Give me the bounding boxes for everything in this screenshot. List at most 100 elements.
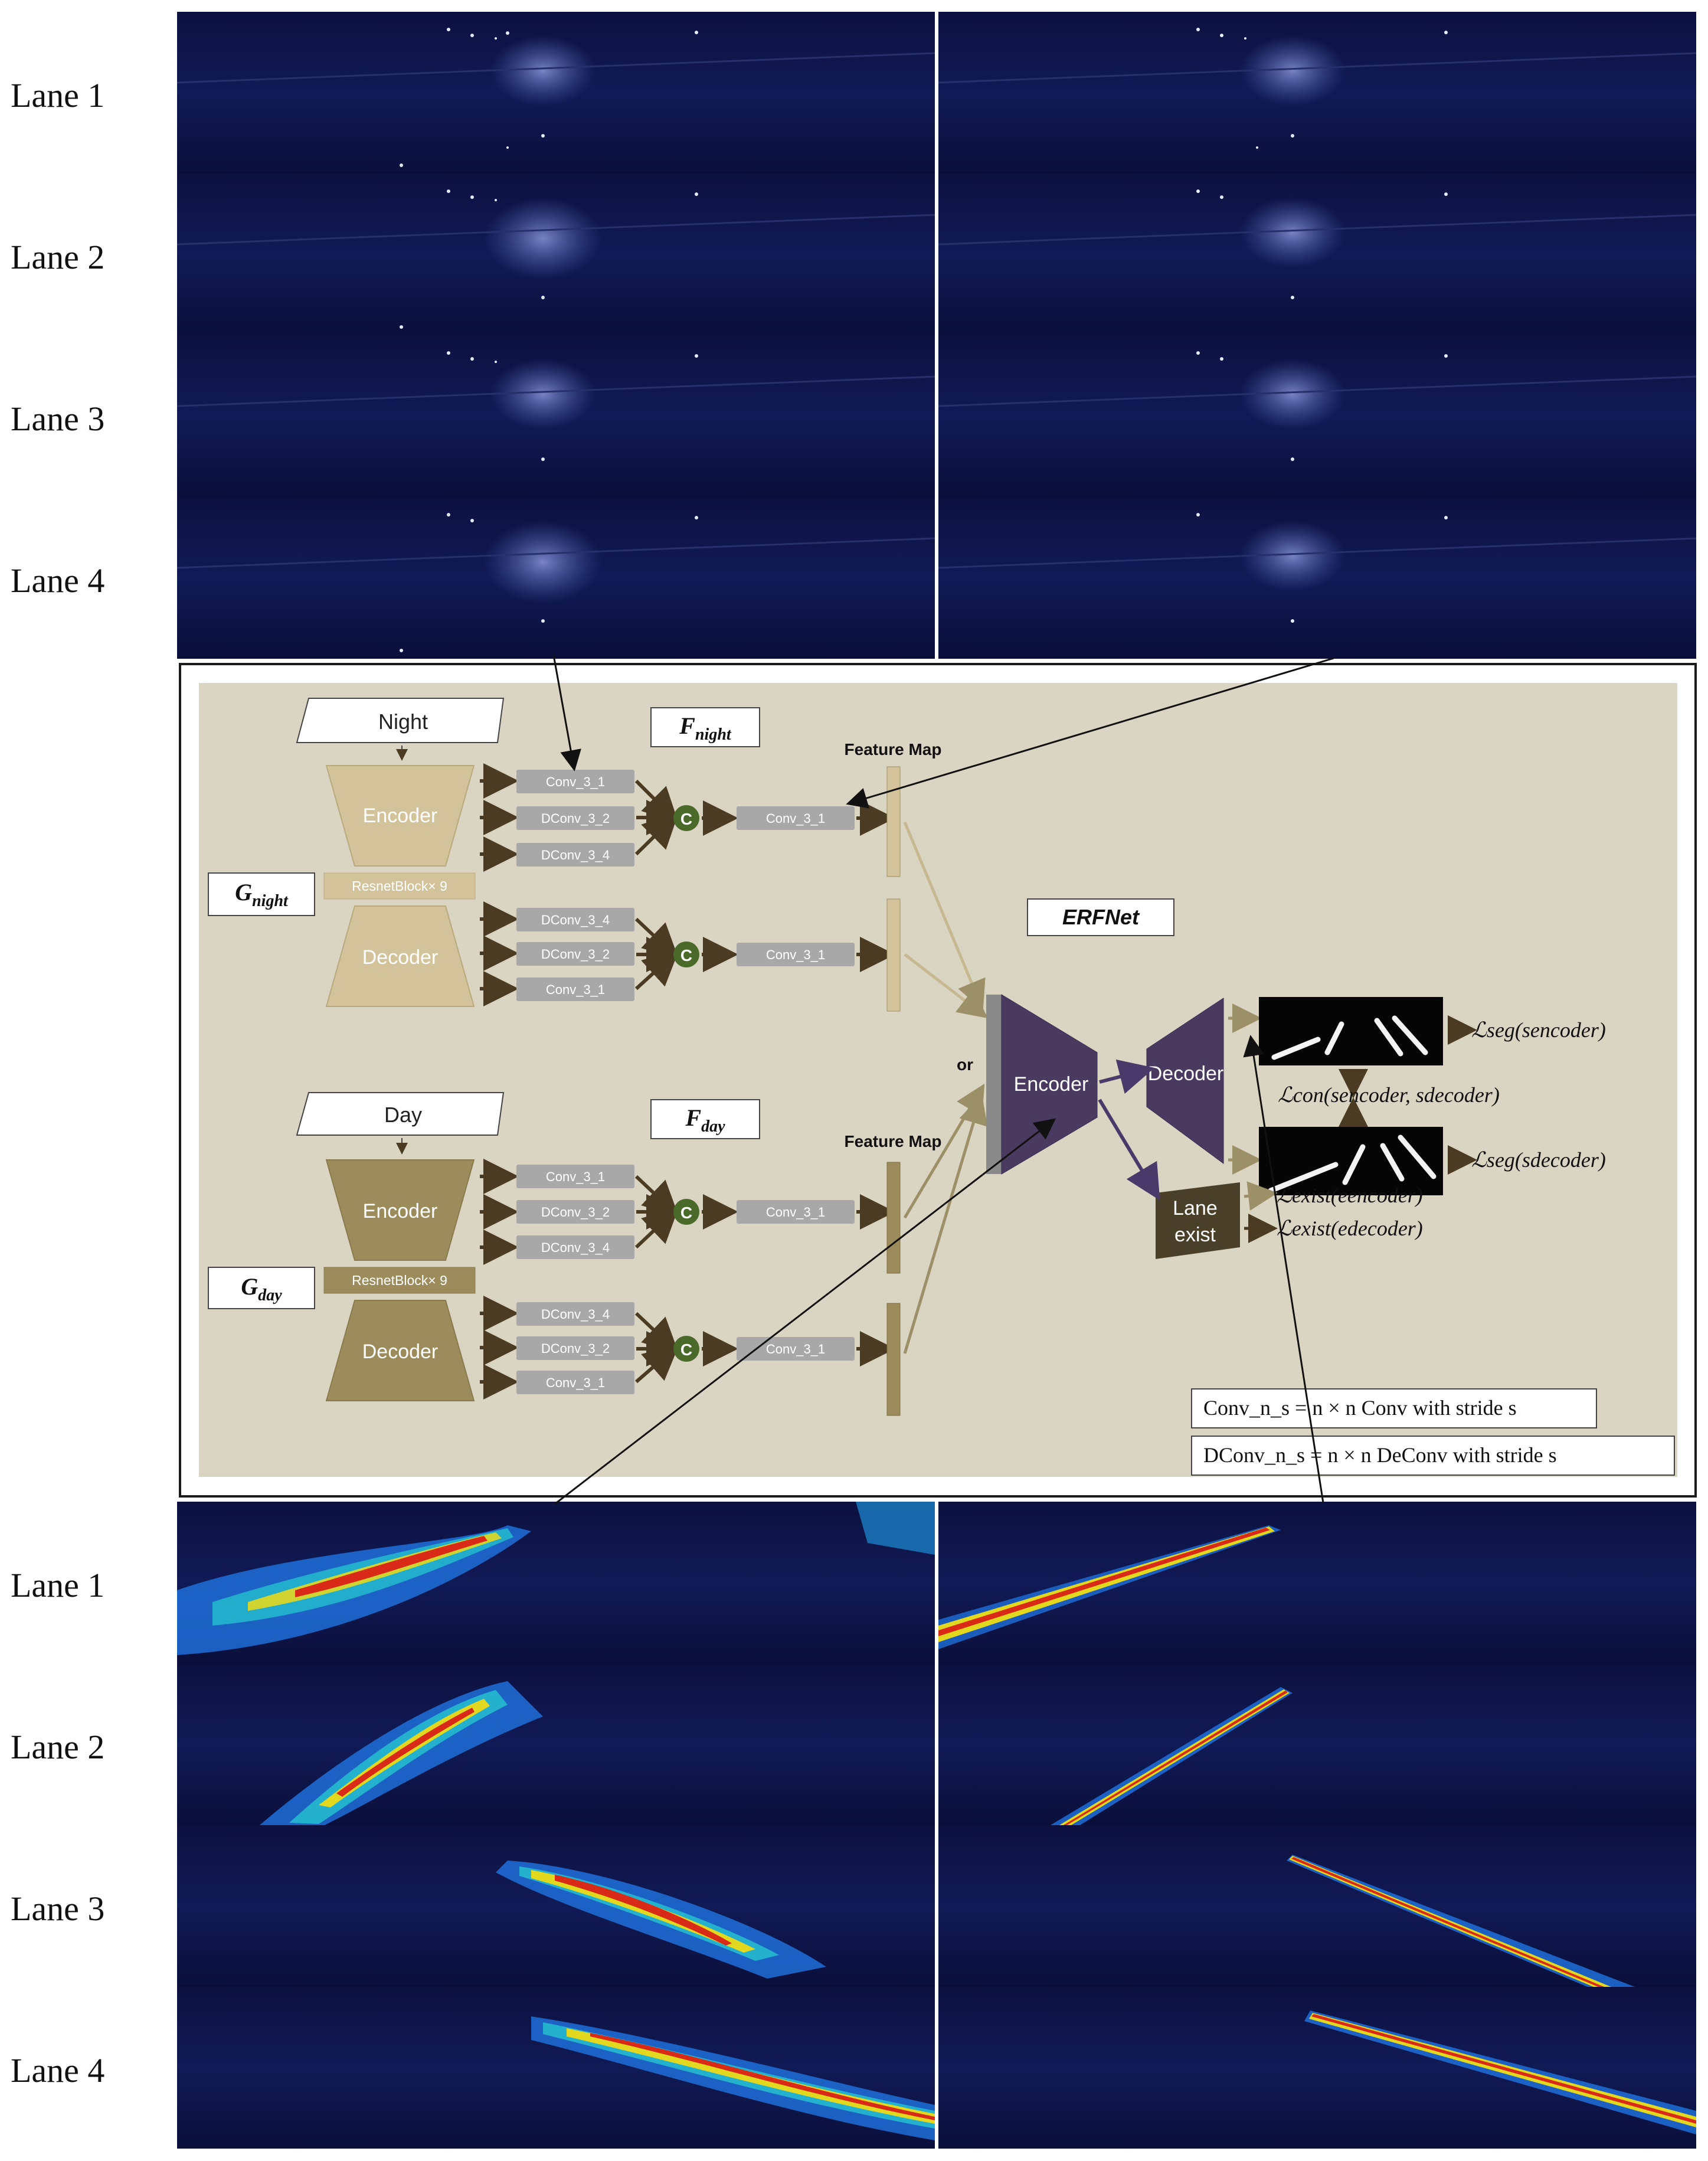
loss-seg-encoder: ℒseg(sencoder) bbox=[1471, 1018, 1606, 1042]
night-input-box bbox=[296, 698, 505, 743]
f-night-label: Fnight bbox=[679, 712, 732, 744]
night-decoder bbox=[325, 905, 475, 1007]
night-feature-map-2 bbox=[886, 898, 901, 1012]
day-enc-conv-3-label: DConv_3_4 bbox=[541, 1240, 610, 1255]
lane-exist-label-1: Lane bbox=[1173, 1197, 1218, 1220]
night-dec-conv-2 bbox=[516, 942, 634, 966]
night-image bbox=[938, 174, 1696, 335]
night-label: Night bbox=[378, 710, 428, 734]
night-image bbox=[177, 174, 935, 335]
loss-exist-decoder: ℒexist(edecoder) bbox=[1277, 1217, 1423, 1240]
day-enc-fuse-conv-label: Conv_3_1 bbox=[766, 1205, 825, 1220]
night-enc-conv-1-label: Conv_3_1 bbox=[546, 774, 605, 789]
day-dec-concat-label: C bbox=[680, 1341, 692, 1359]
loss-seg-decoder: ℒseg(sdecoder) bbox=[1471, 1148, 1606, 1172]
night-dec-conv-3-label: Conv_3_1 bbox=[546, 982, 605, 997]
erf-encoder-label: Encoder bbox=[1014, 1073, 1089, 1096]
heatmap-image bbox=[938, 1502, 1696, 1663]
night-dec-fuse-conv-label: Conv_3_1 bbox=[766, 947, 825, 962]
day-decoder bbox=[325, 1300, 475, 1401]
f-night-main: F bbox=[679, 712, 695, 739]
night-enc-fuse-conv bbox=[737, 806, 855, 830]
heatmap-image bbox=[938, 1825, 1696, 1987]
top-lane-label-1: Lane 1 bbox=[11, 76, 105, 115]
architecture-diagram: Night Encoder ResnetBlock× 9 Decoder Gni… bbox=[179, 663, 1697, 1498]
day-encoder-label: Encoder bbox=[363, 1200, 438, 1222]
heatmap-image bbox=[177, 1987, 935, 2149]
g-night-box bbox=[208, 872, 315, 916]
legend-dconv-text: DConv_n_s = n × n DeConv with stride s bbox=[1203, 1443, 1557, 1467]
seg-map-encoder bbox=[1259, 997, 1443, 1065]
night-image bbox=[938, 497, 1696, 659]
day-resnet-label: ResnetBlock× 9 bbox=[352, 1273, 447, 1288]
night-feature-map-1 bbox=[886, 766, 901, 877]
g-day-sub: day bbox=[258, 1286, 282, 1305]
day-enc-conv-1-label: Conv_3_1 bbox=[546, 1169, 605, 1184]
night-dec-concat-label: C bbox=[680, 946, 692, 965]
night-decoder-label: Decoder bbox=[362, 946, 439, 969]
night-encoder-arrows bbox=[480, 763, 519, 872]
heatmap-image bbox=[177, 1502, 935, 1663]
heatmap-image bbox=[938, 1987, 1696, 2149]
night-dec-fuse-conv bbox=[737, 943, 855, 966]
bottom-lane-label-1: Lane 1 bbox=[11, 1566, 105, 1604]
bottom-lane-label-2: Lane 2 bbox=[11, 1728, 105, 1766]
g-night-sub: night bbox=[252, 892, 289, 910]
night-image bbox=[177, 335, 935, 497]
erfnet-box bbox=[1027, 898, 1174, 936]
night-enc-conv-3 bbox=[516, 843, 634, 867]
top-lane-label-2: Lane 2 bbox=[11, 238, 105, 276]
day-resnet-block bbox=[323, 1267, 476, 1294]
bottom-lane-label-4: Lane 4 bbox=[11, 2051, 105, 2090]
bottom-heatmap-grid bbox=[177, 1502, 1697, 2157]
g-night-label: Gnight bbox=[235, 879, 289, 910]
day-dec-conv-3-label: Conv_3_1 bbox=[546, 1375, 605, 1390]
lane-exist-label-2: exist bbox=[1174, 1224, 1216, 1246]
g-day-label: Gday bbox=[241, 1273, 282, 1305]
night-image bbox=[177, 497, 935, 659]
night-enc-conv-3-label: DConv_3_4 bbox=[541, 848, 610, 862]
night-dec-conv-2-label: DConv_3_2 bbox=[541, 947, 610, 962]
day-enc-concat-label: C bbox=[680, 1204, 692, 1222]
diagram-svg: Night Encoder ResnetBlock× 9 Decoder Gni… bbox=[208, 698, 1675, 1476]
day-feature-map-1 bbox=[886, 1162, 901, 1274]
f-night-box bbox=[650, 707, 760, 747]
night-dec-concat bbox=[673, 941, 699, 967]
night-dec-conv-1 bbox=[516, 908, 634, 931]
erf-decoder-label: Decoder bbox=[1148, 1062, 1224, 1085]
night-encoder bbox=[325, 765, 475, 867]
legend-conv-text: Conv_n_s = n × n Conv with stride s bbox=[1203, 1396, 1517, 1420]
night-image bbox=[938, 335, 1696, 497]
top-lane-label-4: Lane 4 bbox=[11, 561, 105, 600]
heatmap-image bbox=[177, 1825, 935, 1987]
heatmap-image bbox=[177, 1663, 935, 1825]
day-feature-map-2 bbox=[886, 1303, 901, 1416]
feature-map-night-label: Feature Map bbox=[845, 740, 942, 759]
erfnet-label: ERFNet bbox=[1062, 905, 1140, 929]
g-day-main: G bbox=[241, 1273, 258, 1300]
night-enc-conv-2-label: DConv_3_2 bbox=[541, 811, 610, 826]
day-dec-conv-1-label: DConv_3_4 bbox=[541, 1307, 610, 1322]
f-day-sub: day bbox=[701, 1117, 725, 1136]
night-enc-conv-1 bbox=[516, 770, 634, 793]
night-enc-concat bbox=[673, 805, 699, 831]
f-night-sub: night bbox=[695, 725, 732, 744]
night-resnet-block bbox=[323, 872, 476, 900]
or-label: or bbox=[957, 1055, 973, 1074]
night-dec-conv-3 bbox=[516, 977, 634, 1001]
night-resnet-label: ResnetBlock× 9 bbox=[352, 878, 447, 894]
day-encoder bbox=[325, 1159, 475, 1261]
day-input-box bbox=[296, 1092, 505, 1136]
night-dec-conv-1-label: DConv_3_4 bbox=[541, 913, 610, 927]
day-dec-fuse-conv-label: Conv_3_1 bbox=[766, 1342, 825, 1356]
bottom-lane-label-3: Lane 3 bbox=[11, 1889, 105, 1928]
top-image-grid bbox=[177, 12, 1697, 661]
feature-map-day-label: Feature Map bbox=[845, 1132, 942, 1150]
f-day-main: F bbox=[685, 1104, 701, 1131]
g-day-box bbox=[208, 1267, 315, 1309]
top-lane-label-3: Lane 3 bbox=[11, 400, 105, 438]
night-image bbox=[938, 12, 1696, 174]
loss-exist-encoder: ℒexist(eencoder) bbox=[1277, 1184, 1423, 1207]
night-enc-fuse-conv-label: Conv_3_1 bbox=[766, 811, 825, 826]
day-label: Day bbox=[384, 1103, 422, 1127]
